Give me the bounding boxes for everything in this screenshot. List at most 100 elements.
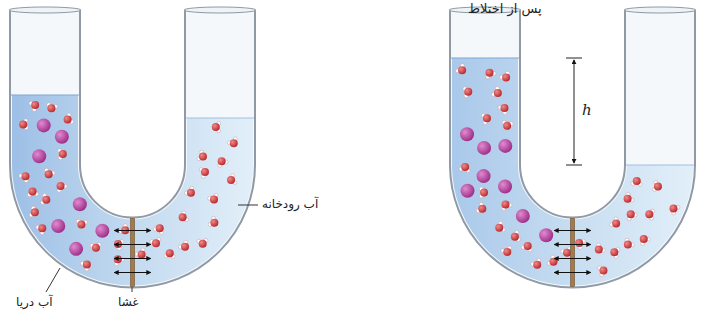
water-molecule bbox=[47, 103, 58, 113]
flow-arrow bbox=[555, 258, 591, 259]
solute-particle bbox=[477, 141, 491, 155]
water-molecule bbox=[595, 243, 605, 253]
height-bracket bbox=[566, 58, 582, 165]
water-molecule bbox=[486, 69, 496, 79]
tube-rim bbox=[9, 7, 81, 13]
solute-particle bbox=[37, 118, 51, 132]
water-molecule bbox=[670, 204, 680, 214]
water-molecule bbox=[19, 119, 28, 130]
leader-line bbox=[238, 205, 258, 206]
water-molecule bbox=[114, 255, 124, 265]
water-molecule bbox=[502, 120, 513, 129]
water-molecule bbox=[27, 188, 38, 197]
water-molecule bbox=[58, 149, 67, 160]
water-molecule bbox=[153, 224, 163, 234]
tube-glass bbox=[45, 10, 220, 253]
sea-water-label: آب دریا bbox=[16, 295, 53, 309]
tube-rim bbox=[624, 7, 696, 13]
solute-particle bbox=[498, 180, 512, 194]
water-molecule bbox=[164, 249, 175, 258]
water-molecule bbox=[29, 206, 39, 217]
water-molecule bbox=[624, 192, 634, 202]
water-molecule bbox=[498, 104, 508, 114]
liquid-surface bbox=[626, 165, 694, 166]
water-molecule bbox=[41, 194, 51, 205]
water-molecule bbox=[502, 200, 512, 210]
tube-glass bbox=[485, 10, 660, 253]
liquid-surface bbox=[11, 95, 79, 96]
flow-arrow bbox=[555, 244, 591, 245]
water-molecule bbox=[481, 114, 491, 125]
solute-particle bbox=[69, 242, 83, 256]
water-molecule bbox=[81, 260, 91, 270]
solute-particle bbox=[477, 169, 491, 183]
water-molecule bbox=[627, 210, 637, 220]
water-molecule bbox=[511, 231, 521, 242]
solute-particle bbox=[460, 127, 474, 141]
water-molecule bbox=[36, 224, 46, 234]
leader-line bbox=[46, 268, 60, 292]
membrane-label: غشا bbox=[118, 295, 139, 309]
water-molecule bbox=[598, 266, 608, 277]
water-molecule bbox=[645, 209, 654, 220]
tube-wall bbox=[485, 10, 660, 253]
water-molecule bbox=[45, 168, 55, 178]
solute-particle bbox=[460, 184, 474, 198]
water-molecule bbox=[631, 177, 642, 186]
membrane bbox=[571, 219, 575, 287]
flow-arrow bbox=[115, 258, 151, 259]
water-molecule bbox=[76, 219, 87, 228]
water-molecule bbox=[531, 258, 541, 268]
water-molecule bbox=[521, 242, 532, 252]
water-molecule bbox=[184, 186, 194, 196]
water-molecule bbox=[547, 255, 557, 265]
title-label: پس از اختلاط bbox=[468, 1, 542, 17]
flow-arrow bbox=[555, 230, 591, 231]
liquid-surface bbox=[186, 118, 254, 119]
river-water-label: آب رودخانه bbox=[262, 197, 318, 211]
water-molecule bbox=[561, 247, 572, 257]
water-molecule bbox=[492, 87, 502, 97]
water-molecule bbox=[197, 150, 207, 161]
water-molecule bbox=[501, 246, 512, 256]
water-molecule bbox=[218, 157, 228, 167]
water-molecule bbox=[610, 248, 620, 259]
water-molecule bbox=[57, 182, 67, 192]
flow-arrow bbox=[115, 244, 151, 245]
solute-particle bbox=[51, 219, 65, 233]
water-molecule bbox=[495, 221, 505, 231]
solute-particle bbox=[539, 228, 553, 242]
water-molecule bbox=[456, 64, 466, 74]
water-molecule bbox=[150, 238, 161, 248]
water-molecule bbox=[227, 174, 237, 185]
water-molecule bbox=[476, 202, 486, 212]
solute-particle bbox=[516, 209, 530, 223]
water-molecule bbox=[640, 235, 650, 245]
liquid-surface bbox=[451, 58, 519, 59]
water-molecule bbox=[179, 211, 189, 222]
particles bbox=[19, 64, 680, 277]
water-molecule bbox=[29, 101, 39, 111]
water-molecule bbox=[208, 193, 218, 203]
solute-particle bbox=[55, 130, 69, 144]
water-molecule bbox=[197, 238, 208, 247]
solute-particle bbox=[95, 224, 109, 238]
leader-line bbox=[132, 287, 133, 292]
solute-particle bbox=[498, 139, 512, 153]
water-molecule bbox=[64, 113, 74, 124]
water-molecule bbox=[227, 137, 237, 147]
water-molecule bbox=[463, 87, 472, 98]
tube-rim bbox=[184, 7, 256, 13]
water-molecule bbox=[479, 187, 488, 198]
solute-particle bbox=[73, 197, 87, 211]
flow-arrow bbox=[555, 272, 591, 273]
water-molecule bbox=[114, 240, 124, 251]
water-molecule bbox=[624, 238, 634, 248]
water-molecule bbox=[90, 243, 101, 252]
tube-wall bbox=[45, 10, 220, 253]
water-molecule bbox=[199, 168, 209, 179]
membrane bbox=[131, 219, 135, 287]
water-molecule bbox=[179, 240, 189, 250]
